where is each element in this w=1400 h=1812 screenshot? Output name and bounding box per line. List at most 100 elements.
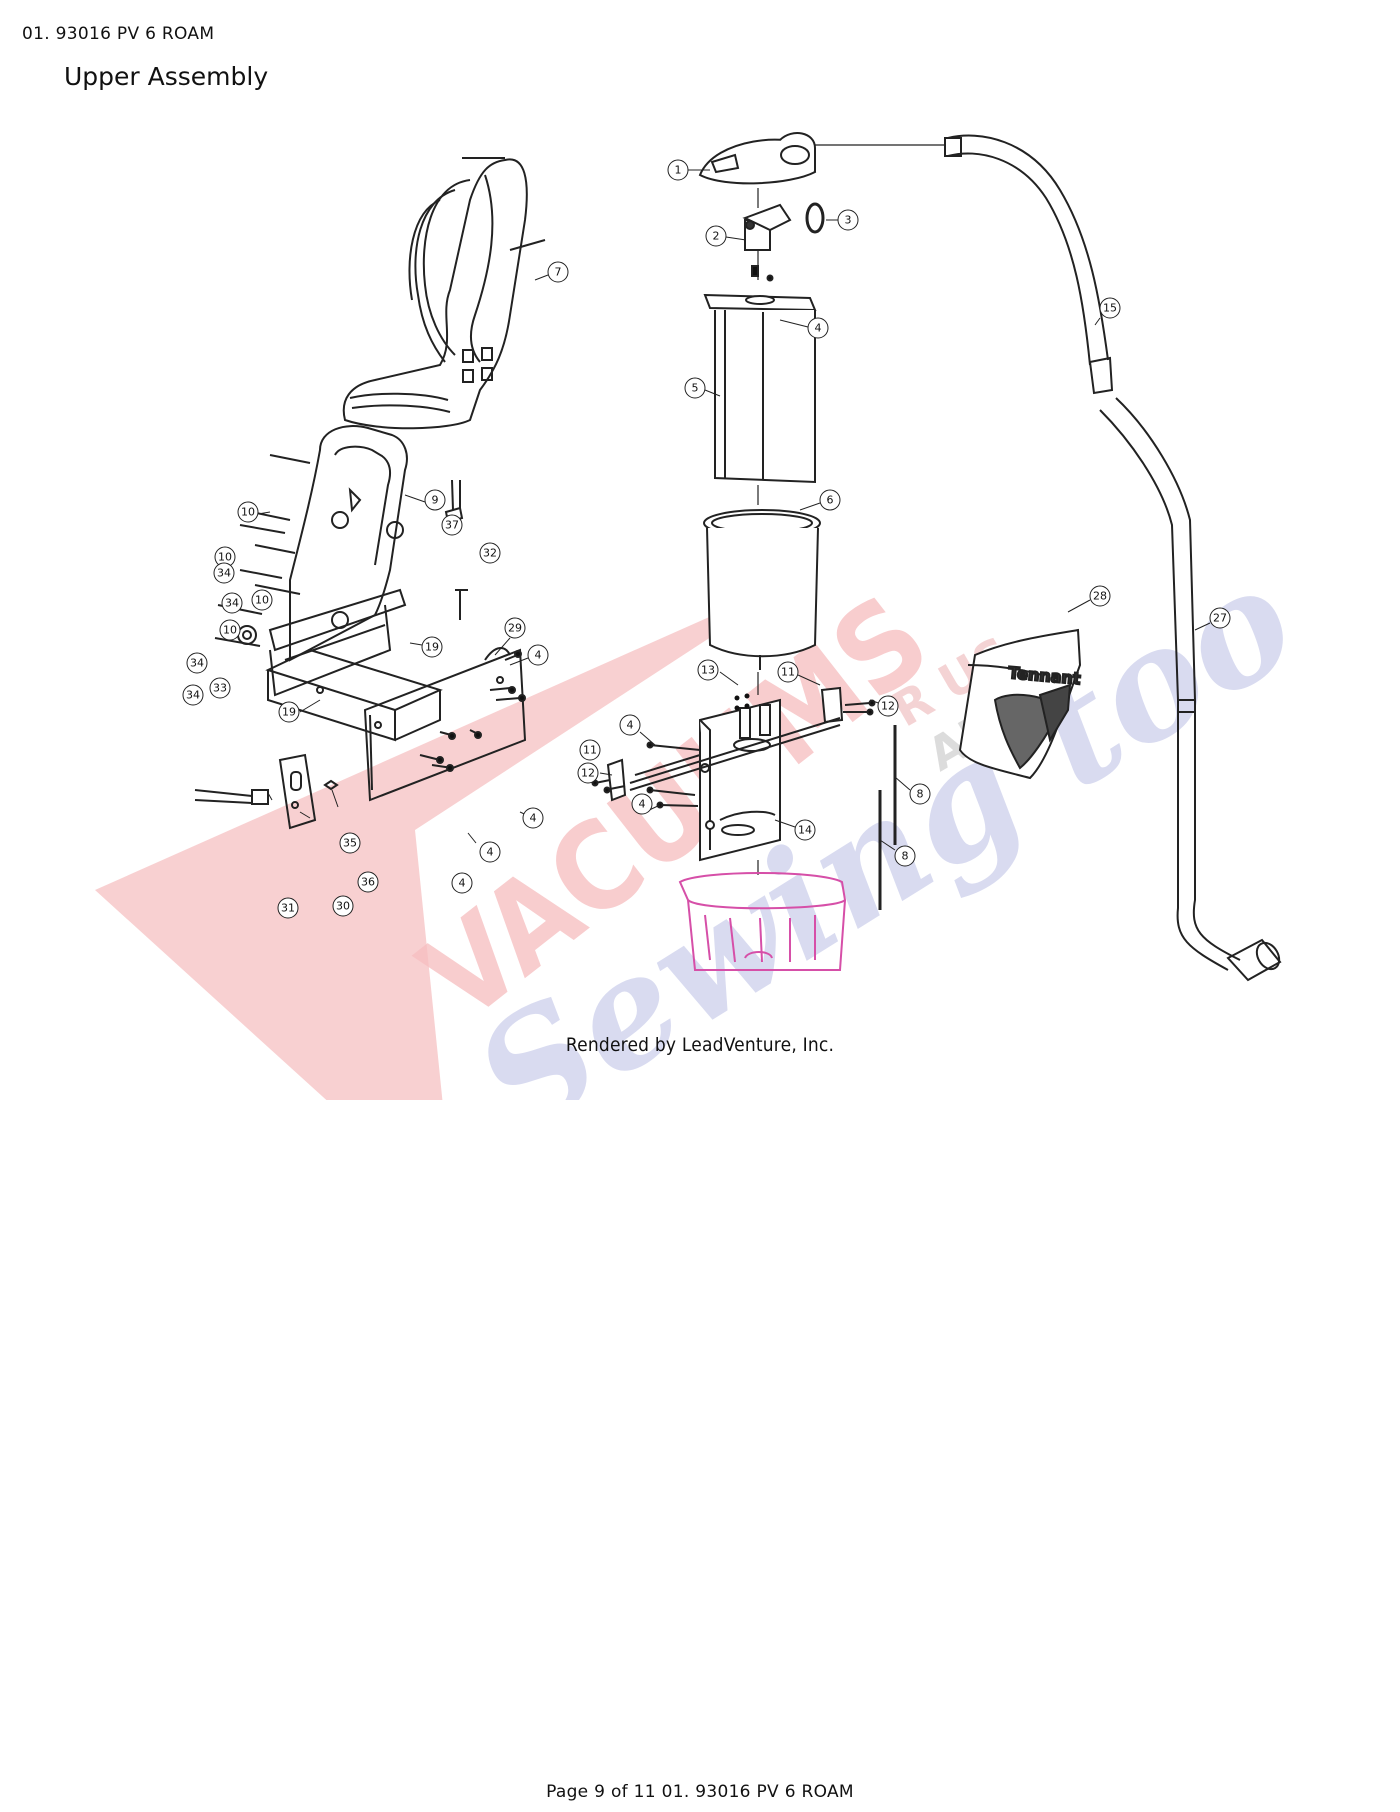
svg-text:4: 4	[815, 322, 822, 335]
ring-part-3	[805, 202, 825, 234]
svg-text:10: 10	[255, 594, 269, 607]
filter-part-5	[703, 293, 817, 484]
callout-3: 3	[837, 209, 859, 231]
callout-33: 33	[209, 677, 231, 699]
screws-housing	[591, 699, 876, 809]
callout-36: 36	[357, 871, 379, 893]
elbow-part-2	[742, 203, 792, 251]
callout-4-housing-a: 4	[619, 714, 641, 736]
callout-13: 13	[697, 659, 719, 681]
spring-part-36	[323, 779, 339, 791]
canister-part-6	[703, 509, 821, 670]
bolts-bracket	[419, 650, 526, 772]
callout-28: 28	[1089, 585, 1111, 607]
svg-text:32: 32	[483, 547, 497, 560]
svg-text:36: 36	[361, 876, 375, 889]
svg-text:34: 34	[186, 689, 200, 702]
svg-text:11: 11	[781, 666, 795, 679]
callout-2: 2	[705, 225, 727, 247]
svg-text:30: 30	[336, 900, 350, 913]
svg-text:19: 19	[425, 641, 439, 654]
switch-part-31	[194, 789, 269, 805]
exploded-view-svg: VACUUMS R US AND Sewing too	[95, 132, 1324, 1100]
svg-text:12: 12	[881, 700, 895, 713]
svg-text:10: 10	[241, 506, 255, 519]
svg-text:5: 5	[692, 382, 699, 395]
callout-4-housing-b: 4	[631, 793, 653, 815]
callout-35: 35	[339, 832, 361, 854]
svg-text:3: 3	[845, 214, 852, 227]
callout-32: 32	[479, 542, 501, 564]
svg-text:9: 9	[432, 494, 439, 507]
svg-text:15: 15	[1103, 302, 1117, 315]
svg-text:8: 8	[902, 850, 909, 863]
latch-part-11-left	[606, 758, 627, 802]
svg-text:10: 10	[223, 624, 237, 637]
callout-6: 6	[819, 489, 841, 511]
rods-part-8	[878, 725, 897, 910]
cover-part-28: Tennant	[958, 628, 1083, 780]
callout-7: 7	[547, 261, 569, 283]
svg-text:4: 4	[530, 812, 537, 825]
screw-part-4-top	[751, 265, 774, 282]
harness-part-7	[342, 157, 546, 430]
callout-34-b: 34	[221, 592, 243, 614]
callout-30: 30	[332, 895, 354, 917]
callout-4-bracket-a: 4	[527, 644, 549, 666]
callout-29: 29	[504, 617, 526, 639]
svg-text:34: 34	[190, 657, 204, 670]
wand-part-27	[1099, 397, 1282, 982]
svg-text:4: 4	[487, 846, 494, 859]
svg-text:2: 2	[713, 230, 720, 243]
callout-4-bracket-c: 4	[479, 841, 501, 863]
svg-text:28: 28	[1093, 590, 1107, 603]
bolts-part-13	[734, 693, 750, 711]
svg-text:37: 37	[445, 519, 459, 532]
frame-part-9	[268, 425, 408, 697]
svg-text:13: 13	[701, 664, 715, 677]
callout-34-c: 34	[186, 652, 208, 674]
hose-part-15	[944, 134, 1114, 395]
svg-text:31: 31	[281, 902, 295, 915]
callout-34-d: 34	[182, 684, 204, 706]
callout-10-d: 10	[219, 619, 241, 641]
svg-text:10: 10	[218, 551, 232, 564]
svg-text:35: 35	[343, 837, 357, 850]
knob-part-33	[237, 625, 257, 645]
latch-part-11-right	[820, 686, 844, 724]
callout-10-b: 10	[214, 546, 236, 568]
svg-text:34: 34	[217, 567, 231, 580]
callout-10-a: 10	[237, 501, 259, 523]
page-footer: Page 9 of 11 01. 93016 PV 6 ROAM	[546, 1782, 854, 1802]
switch-plate-part-30	[278, 753, 317, 830]
callout-31: 31	[277, 897, 299, 919]
callout-14: 14	[794, 819, 816, 841]
callout-27: 27	[1209, 607, 1231, 629]
lid-part-1	[698, 132, 817, 185]
svg-text:12: 12	[581, 767, 595, 780]
svg-text:19: 19	[282, 706, 296, 719]
callout-12-left: 12	[577, 762, 599, 784]
callout-11-right: 11	[777, 661, 799, 683]
svg-text:4: 4	[639, 798, 646, 811]
callout-8-b: 8	[894, 845, 916, 867]
svg-text:6: 6	[827, 494, 834, 507]
render-credit: Rendered by LeadVenture, Inc.	[565, 1034, 835, 1056]
section-title: Upper Assembly	[64, 62, 269, 91]
callout-11-left: 11	[579, 739, 601, 761]
svg-text:33: 33	[213, 682, 227, 695]
svg-text:14: 14	[798, 824, 812, 837]
svg-text:4: 4	[459, 877, 466, 890]
svg-text:11: 11	[583, 744, 597, 757]
housing-part-14	[699, 698, 781, 862]
leader-lines	[257, 169, 1211, 851]
svg-text:8: 8	[917, 788, 924, 801]
callout-9: 9	[424, 489, 446, 511]
svg-text:4: 4	[627, 719, 634, 732]
callout-12-right: 12	[877, 695, 899, 717]
svg-text:27: 27	[1213, 612, 1227, 625]
callout-19-b: 19	[278, 701, 300, 723]
svg-text:4: 4	[535, 649, 542, 662]
callout-19-a: 19	[421, 636, 443, 658]
callout-4-top: 4	[807, 317, 829, 339]
